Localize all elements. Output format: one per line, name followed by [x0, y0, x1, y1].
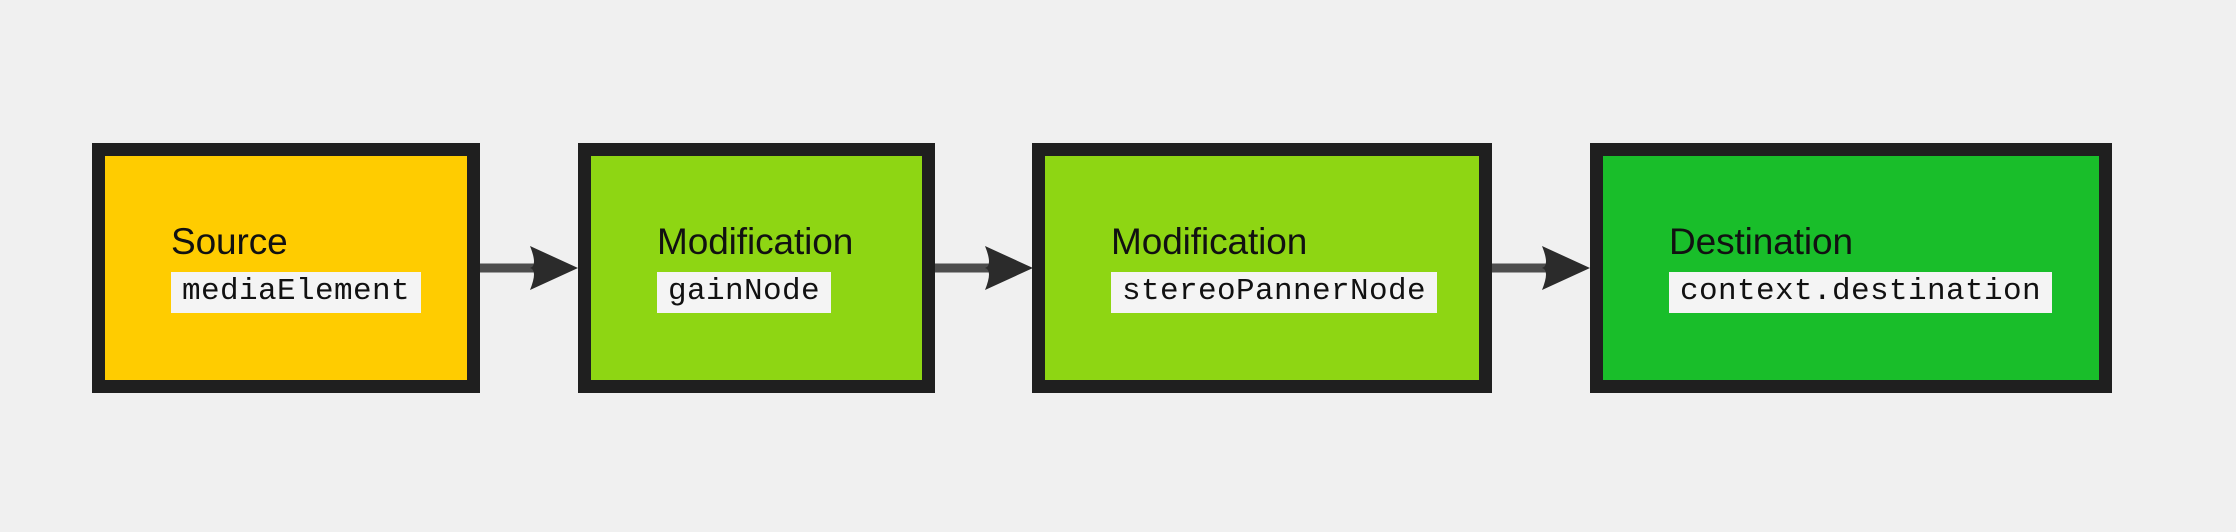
arrow-right-icon [478, 246, 578, 290]
node-gain-title: Modification [657, 221, 854, 263]
node-source-title: Source [171, 221, 288, 263]
node-source[interactable]: Source mediaElement [92, 143, 480, 393]
node-source-code-label: mediaElement [171, 271, 422, 313]
edge-source-to-gain [476, 226, 582, 310]
edge-gain-to-stereo-panner [931, 226, 1037, 310]
node-stereo-panner-code-label: stereoPannerNode [1111, 271, 1438, 313]
arrow-right-icon [1490, 246, 1590, 290]
node-destination[interactable]: Destination context.destination [1590, 143, 2112, 393]
node-stereo-panner-title: Modification [1111, 221, 1308, 263]
node-destination-code-label: context.destination [1669, 271, 2053, 313]
node-destination-title: Destination [1669, 221, 1854, 263]
node-gain-code-label: gainNode [657, 271, 832, 313]
node-stereo-panner[interactable]: Modification stereoPannerNode [1032, 143, 1492, 393]
arrow-right-icon [933, 246, 1033, 290]
edge-stereo-panner-to-destination [1488, 226, 1594, 310]
node-gain[interactable]: Modification gainNode [578, 143, 935, 393]
